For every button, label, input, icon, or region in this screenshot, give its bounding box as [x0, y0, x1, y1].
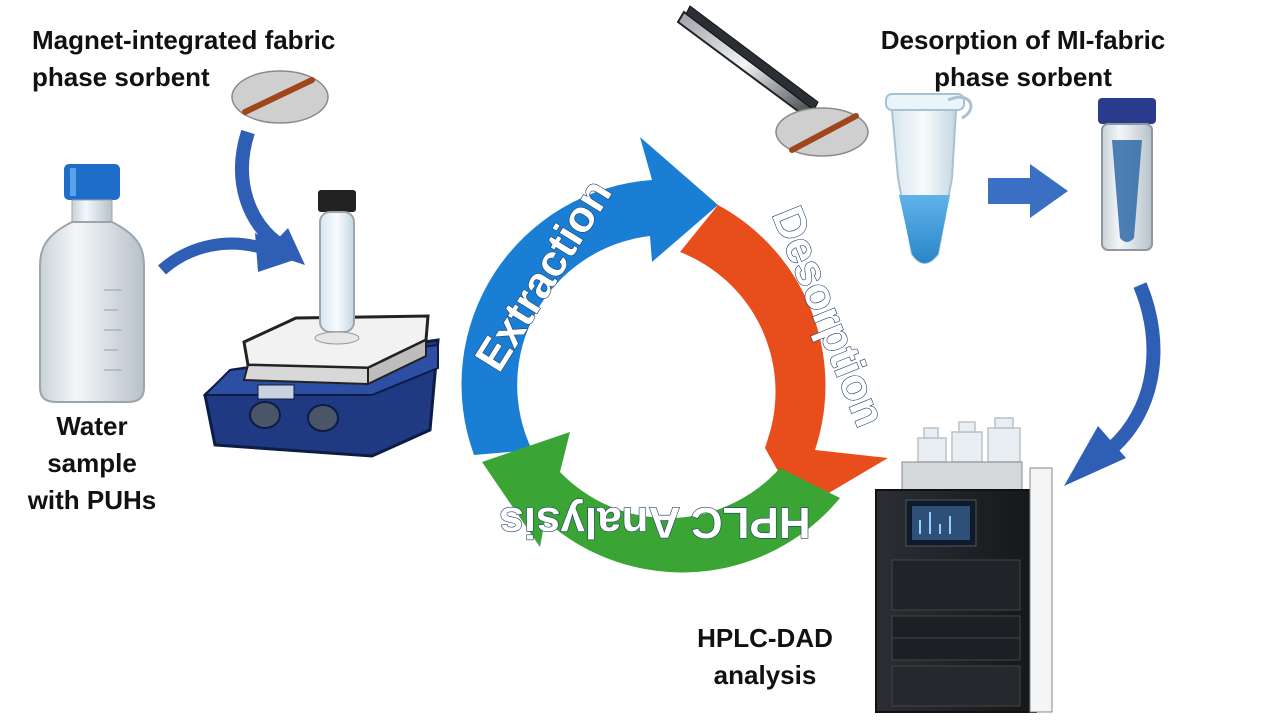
- straight-arrow-to-vial: [988, 164, 1068, 218]
- magnetic-stirrer-icon: [202, 314, 440, 458]
- desorption-fabric-label: Desorption of MI-fabric phase sorbent: [858, 22, 1188, 96]
- water-sample-label-line-2: sample: [47, 448, 137, 478]
- curved-arrow-to-stirrer: [158, 233, 300, 275]
- desorption-fabric-label-line-2: phase sorbent: [934, 62, 1112, 92]
- curved-arrow-to-hplc: [1064, 282, 1161, 486]
- water-sample-label-line-1: Water: [56, 411, 128, 441]
- hplc-instrument-icon: [875, 417, 1053, 713]
- extraction-arrow: [461, 137, 718, 455]
- microcentrifuge-tube-icon: [885, 93, 973, 264]
- water-bottle-icon: [39, 164, 145, 403]
- fabric-sorbent-label: Magnet-integrated fabric phase sorbent: [32, 22, 335, 96]
- hplc-analysis-label: HPLC Analysis: [499, 498, 810, 547]
- sample-vial-icon: [314, 190, 360, 345]
- fabric-sorbent-disc: [231, 70, 329, 124]
- fabric-sorbent-label-line-1: Magnet-integrated fabric: [32, 25, 336, 55]
- desorption-fabric-label-line-1: Desorption of MI-fabric: [880, 25, 1166, 55]
- water-sample-label-line-3: with PUHs: [27, 485, 157, 515]
- fabric-sorbent-label-line-2: phase sorbent: [32, 62, 210, 92]
- water-sample-label: Water sample with PUHs: [22, 408, 162, 519]
- cycle-arrows: Extraction Desorption HPLC Analysis: [461, 137, 895, 573]
- hplc-analysis-arrow: [482, 432, 840, 573]
- hplc-dad-label-line-2: analysis: [713, 660, 817, 690]
- hplc-dad-label-line-1: HPLC-DAD: [697, 623, 833, 653]
- hplc-dad-label: HPLC-DAD analysis: [680, 620, 850, 694]
- extraction-label: Extraction: [466, 171, 622, 379]
- hplc-vial-icon: [1098, 98, 1156, 251]
- fabric-sorbent-disc-desorption: [775, 107, 869, 157]
- tweezers-icon: [676, 5, 819, 119]
- desorption-arrow: [680, 205, 888, 510]
